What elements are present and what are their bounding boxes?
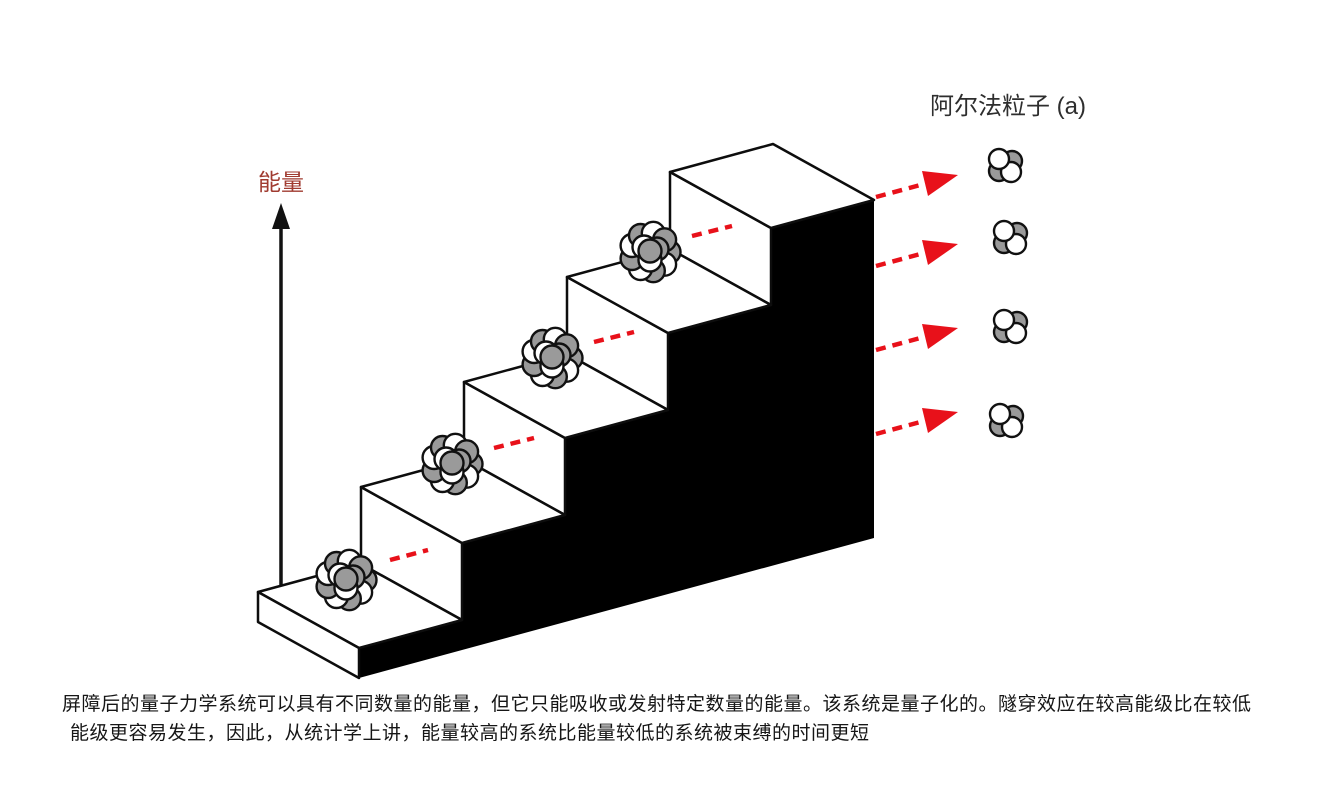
caption-line-1: 屏障后的量子力学系统可以具有不同数量的能量，但它只能吸收或发射特定数量的能量。该… bbox=[62, 694, 1252, 715]
tunnel-arrow-1-head bbox=[922, 408, 958, 433]
energy-label: 能量 bbox=[258, 169, 304, 195]
nucleus-3 bbox=[521, 326, 584, 390]
nucleus-4 bbox=[619, 220, 682, 284]
tunnel-dash-4 bbox=[691, 223, 733, 239]
nucleus-1 bbox=[315, 548, 378, 612]
tunnel-arrow-4-head bbox=[922, 171, 958, 196]
tunnel-arrow-2-dash bbox=[875, 334, 925, 353]
tunnel-arrow-3-head bbox=[922, 240, 958, 265]
tunnel-arrow-2-head bbox=[922, 324, 958, 349]
alpha-particle-label: 阿尔法粒子 (a) bbox=[930, 93, 1086, 120]
tunnel-arrow-3 bbox=[875, 240, 958, 269]
tunnel-arrow-4 bbox=[875, 171, 958, 200]
tunnel-arrow-4-dash bbox=[875, 181, 925, 200]
tunnel-dash-2 bbox=[493, 435, 535, 451]
caption: 屏障后的量子力学系统可以具有不同数量的能量，但它只能吸收或发射特定数量的能量。该… bbox=[62, 690, 1282, 749]
tunnel-arrow-2 bbox=[875, 324, 958, 353]
tunnel-arrow-3-dash bbox=[875, 250, 925, 269]
tunnel-dash-1 bbox=[389, 547, 429, 563]
tunnel-dash-3 bbox=[593, 329, 635, 345]
alpha-particle-4 bbox=[987, 147, 1024, 184]
barrier-face bbox=[359, 200, 874, 678]
alpha-particle-2 bbox=[992, 308, 1029, 345]
slab-end-face bbox=[256, 590, 361, 680]
alpha-particle-3 bbox=[992, 219, 1029, 256]
energy-axis-arrowhead bbox=[272, 203, 290, 229]
energy-axis bbox=[272, 203, 290, 588]
step-top-5 bbox=[668, 142, 876, 230]
tunnel-arrow-1 bbox=[875, 408, 958, 437]
caption-line-2: 能级更容易发生，因此，从统计学上讲，能量较高的系统比能量较低的系统被束缚的时间更… bbox=[70, 723, 870, 745]
tunnel-arrow-1-dash bbox=[875, 418, 925, 437]
alpha-particle-1 bbox=[988, 402, 1025, 439]
nucleus-2 bbox=[421, 432, 484, 496]
